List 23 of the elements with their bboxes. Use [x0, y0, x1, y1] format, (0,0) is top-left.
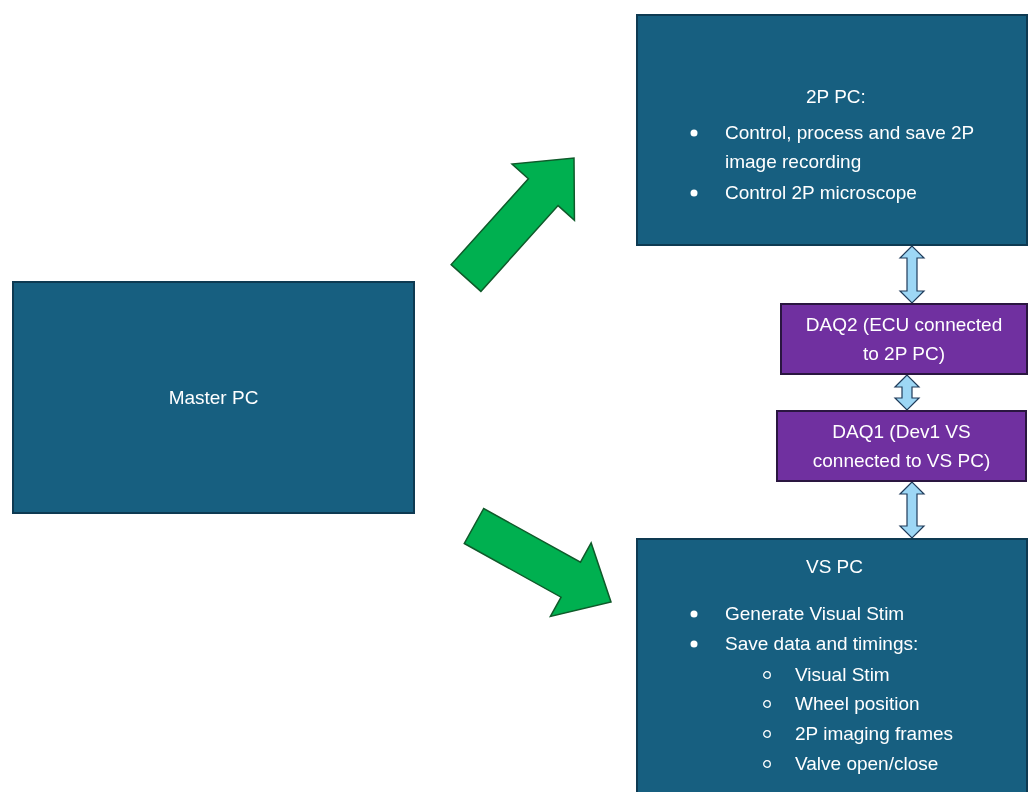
box-label: DAQ2 (ECU connected to 2P PC)	[804, 313, 1004, 366]
bullet-text: Save data and timings:	[725, 632, 920, 656]
bullet-text: Control, process and save 2P image recording	[725, 121, 975, 174]
box-label: DAQ1 (Dev1 VS connected to VS PC)	[811, 420, 992, 473]
process-box	[636, 538, 1028, 792]
bullet-text: Wheel position	[795, 692, 921, 716]
process-box	[12, 281, 415, 514]
box-heading: VS PC	[806, 555, 864, 579]
box-heading: 2P PC:	[806, 85, 866, 109]
bullet-text: 2P imaging frames	[795, 722, 955, 746]
device-box	[780, 303, 1028, 375]
bullet-text: Visual Stim	[795, 663, 891, 687]
block-arrow	[893, 374, 921, 411]
bullet-text: Generate Visual Stim	[725, 602, 906, 626]
bullet-text: Valve open/close	[795, 752, 940, 776]
block-arrow	[463, 507, 612, 618]
process-box	[636, 14, 1028, 246]
device-box	[776, 410, 1027, 482]
block-arrow	[898, 481, 926, 539]
block-arrow	[450, 157, 576, 293]
bullet-text: Control 2P microscope	[725, 181, 918, 205]
block-arrow	[898, 245, 926, 304]
box-label: Master PC	[168, 386, 259, 410]
